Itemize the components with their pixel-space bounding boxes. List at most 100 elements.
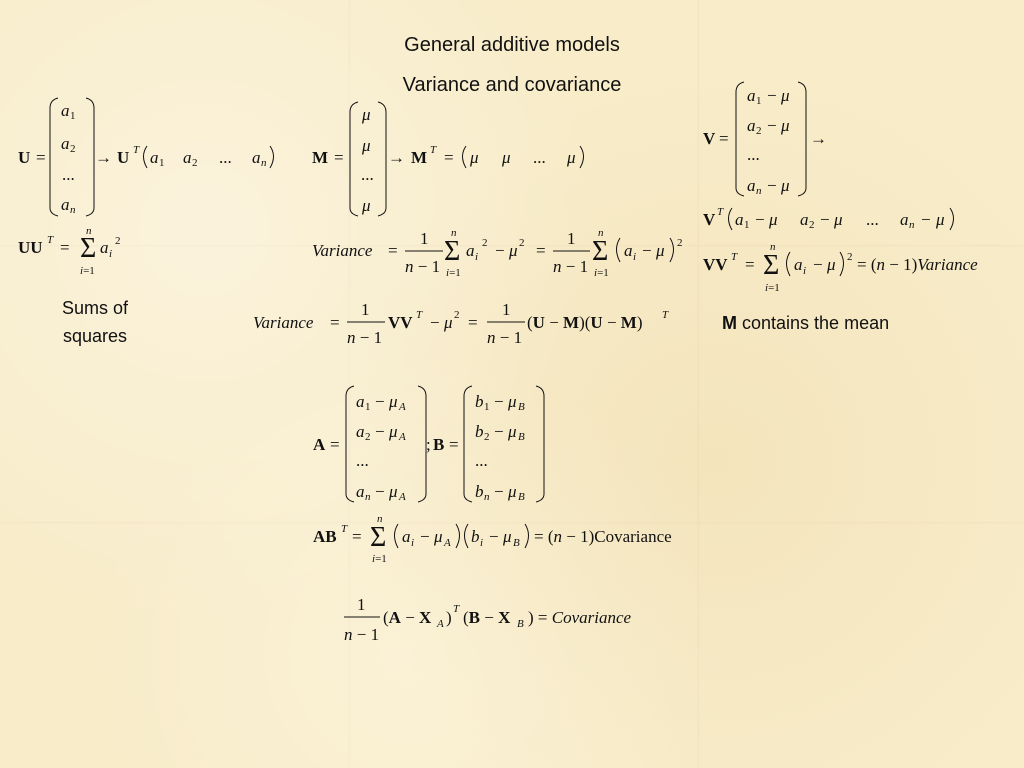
- svg-text:n: n: [261, 157, 267, 169]
- svg-text:1: 1: [756, 95, 762, 107]
- svg-text:i: i: [475, 251, 478, 263]
- sums-of-squares-note: Sums of squares: [40, 294, 150, 350]
- svg-text:a: a: [100, 238, 109, 257]
- svg-text:a: a: [402, 527, 411, 546]
- svg-text:−: −: [820, 210, 830, 229]
- svg-text:M: M: [312, 148, 328, 167]
- svg-text:μ: μ: [507, 422, 517, 441]
- svg-text:−: −: [375, 422, 385, 441]
- svg-text:Σ: Σ: [370, 522, 386, 553]
- variance-sum-equation: Variance = 1 n − 1 Σ n i=1 a i 2 − μ 2 =…: [312, 227, 683, 279]
- svg-text:VV: VV: [703, 255, 728, 274]
- svg-text:B: B: [518, 431, 525, 443]
- svg-text:n: n: [70, 204, 76, 216]
- svg-text:Σ: Σ: [444, 236, 460, 267]
- svg-text:2: 2: [809, 219, 815, 231]
- svg-text:=: =: [334, 148, 344, 167]
- svg-text:A: A: [398, 431, 406, 443]
- svg-text:i=1: i=1: [80, 265, 95, 277]
- svg-text:−: −: [642, 241, 652, 260]
- m-note-rest: contains the mean: [737, 313, 890, 333]
- svg-text:μ: μ: [361, 105, 371, 124]
- svg-text:−: −: [495, 241, 505, 260]
- svg-text:=: =: [468, 313, 478, 332]
- svg-text:...: ...: [866, 210, 879, 229]
- svg-text:μ: μ: [655, 241, 665, 260]
- svg-text:i: i: [803, 265, 806, 277]
- svg-text:2: 2: [677, 237, 683, 249]
- svg-text:1: 1: [567, 229, 576, 248]
- svg-text:a: a: [800, 210, 809, 229]
- svg-text:1: 1: [420, 229, 429, 248]
- svg-text:μ: μ: [508, 241, 518, 260]
- svg-text:i=1: i=1: [594, 267, 609, 279]
- svg-text:i: i: [480, 537, 483, 549]
- svg-text:a: a: [624, 241, 633, 260]
- svg-text:a: a: [61, 195, 70, 214]
- svg-text:V: V: [703, 129, 716, 148]
- svg-text:(A − X: (A − X: [383, 608, 432, 627]
- svg-text:T: T: [133, 144, 140, 156]
- svg-text:n: n: [451, 227, 457, 239]
- svg-text:a: a: [735, 210, 744, 229]
- svg-text:U: U: [18, 148, 30, 167]
- svg-text:...: ...: [62, 165, 75, 184]
- svg-text:i=1: i=1: [446, 267, 461, 279]
- svg-text:−: −: [494, 482, 504, 501]
- svg-text:=: =: [719, 129, 729, 148]
- svg-text:μ: μ: [833, 210, 843, 229]
- svg-text:μ: μ: [361, 196, 371, 215]
- svg-text:μ: μ: [935, 210, 945, 229]
- svg-text:1: 1: [502, 300, 511, 319]
- svg-text:UU: UU: [18, 238, 43, 257]
- svg-text:=: =: [536, 241, 546, 260]
- svg-text:=: =: [388, 241, 398, 260]
- svg-text:2: 2: [519, 237, 525, 249]
- svg-text:μ: μ: [566, 148, 576, 167]
- svg-text:V: V: [703, 210, 716, 229]
- svg-text:...: ...: [475, 451, 488, 470]
- svg-text:−: −: [375, 482, 385, 501]
- svg-text:a: a: [61, 134, 70, 153]
- svg-text:T: T: [662, 309, 669, 321]
- svg-text:) = Covariance: ) = Covariance: [528, 608, 632, 627]
- svg-text:a: a: [794, 255, 803, 274]
- svg-text:a: a: [252, 148, 261, 167]
- svg-text:1: 1: [357, 595, 366, 614]
- svg-text:B: B: [433, 435, 444, 454]
- svg-text:i: i: [109, 248, 112, 260]
- svg-text:−: −: [813, 255, 823, 274]
- svg-text:i: i: [633, 251, 636, 263]
- svg-text:−: −: [494, 392, 504, 411]
- svg-text:A: A: [313, 435, 326, 454]
- svg-text:2: 2: [192, 157, 198, 169]
- svg-text:n − 1: n − 1: [553, 257, 588, 276]
- svg-text:...: ...: [219, 148, 232, 167]
- svg-text:VV: VV: [388, 313, 413, 332]
- svg-text:AB: AB: [313, 527, 337, 546]
- svg-text:=: =: [449, 435, 459, 454]
- svg-text:μ: μ: [780, 86, 790, 105]
- svg-text:→: →: [810, 129, 827, 148]
- svg-text:i=1: i=1: [765, 282, 780, 294]
- svg-text:...: ...: [361, 165, 374, 184]
- svg-text:A: A: [398, 401, 406, 413]
- svg-text:a: a: [61, 101, 70, 120]
- svg-text:−: −: [494, 422, 504, 441]
- svg-text:μ: μ: [388, 482, 398, 501]
- svg-text:=: =: [444, 148, 454, 167]
- svg-text:M: M: [411, 148, 427, 167]
- svg-text:n − 1: n − 1: [347, 328, 382, 347]
- svg-text:μ: μ: [507, 392, 517, 411]
- vvt-equation: VV T = Σ n i=1 a i − μ 2 = (n − 1)Varian…: [703, 241, 978, 294]
- svg-text:a: a: [466, 241, 475, 260]
- svg-text:−: −: [921, 210, 931, 229]
- svg-text:2: 2: [482, 237, 488, 249]
- svg-text:= (n − 1)Covariance: = (n − 1)Covariance: [534, 527, 672, 546]
- svg-text:μ: μ: [361, 136, 371, 155]
- svg-text:μ: μ: [388, 392, 398, 411]
- svg-text:1: 1: [365, 401, 371, 413]
